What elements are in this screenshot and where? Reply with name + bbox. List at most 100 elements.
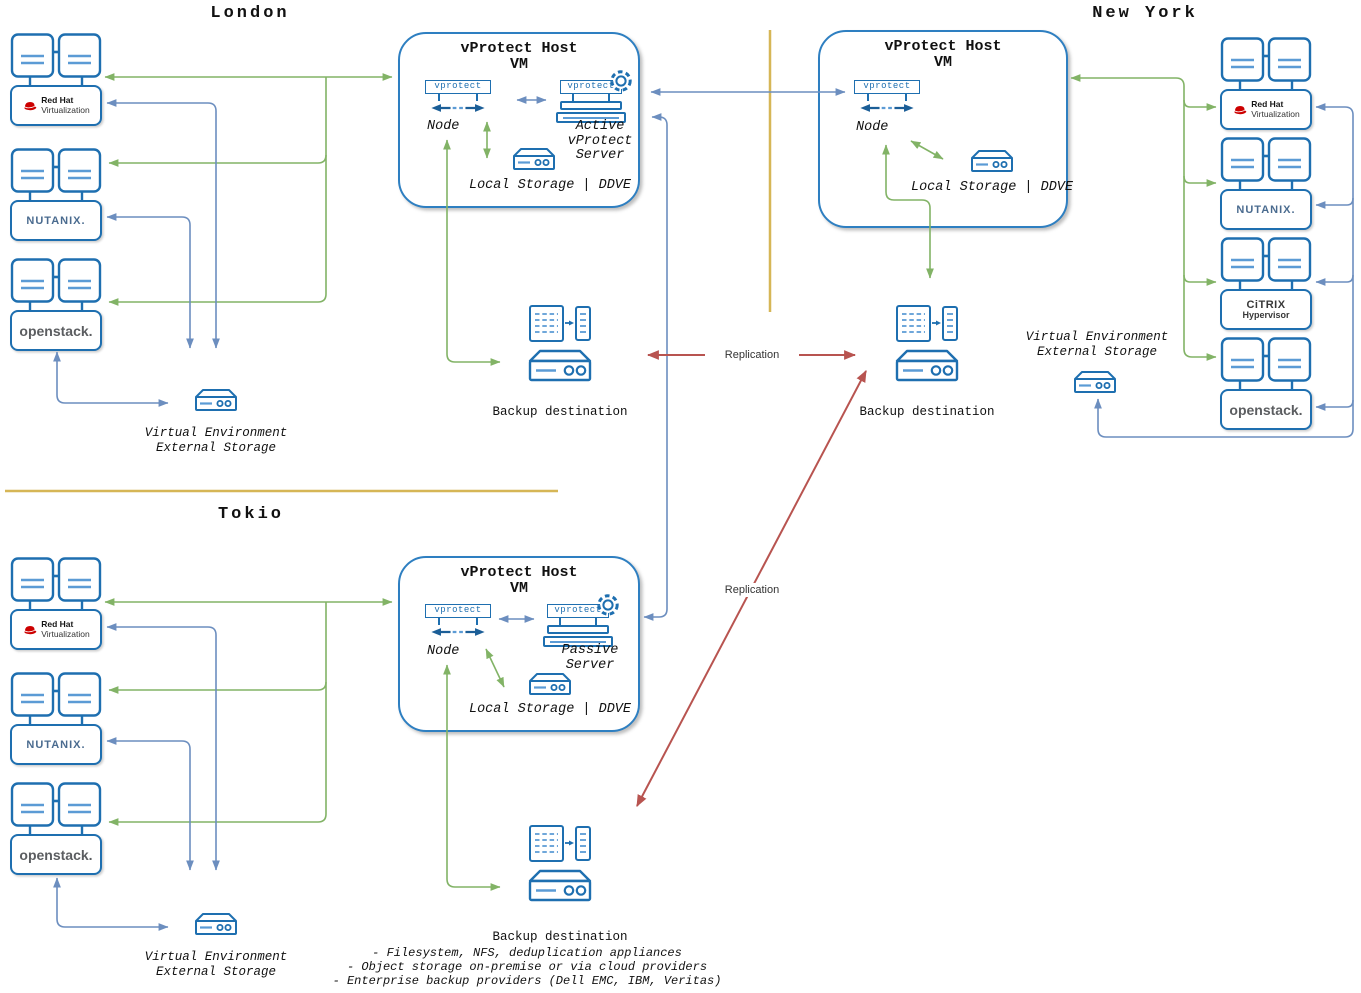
vprotect-node-icon: vprotect xyxy=(425,604,491,644)
storage-icon xyxy=(194,912,238,936)
redhat-icon xyxy=(22,100,38,112)
host-subtitle: VM xyxy=(933,54,952,71)
arrow-newyork-openstack-branch-blue xyxy=(1315,399,1354,411)
vm-pair-icon xyxy=(1220,37,1312,90)
vm-pair-icon xyxy=(10,782,102,835)
redhat-icon xyxy=(1232,104,1248,116)
arrow-tokio-nutanix-storage xyxy=(106,737,194,871)
citrix-logo-text: CiTRIX xyxy=(1246,298,1286,311)
redhat-icon xyxy=(22,624,38,636)
stack-london-nutanix: NUTANIX. xyxy=(10,148,102,242)
nutanix-box: NUTANIX. xyxy=(1220,189,1312,230)
local-storage-icon xyxy=(512,147,556,171)
site-title-new-york: New York xyxy=(1092,4,1198,23)
host-subtitle: VM xyxy=(509,580,528,597)
vm-pair-icon xyxy=(1220,337,1312,390)
vprotect-server-icon: vprotect xyxy=(556,80,632,123)
node-label: Node xyxy=(856,120,889,135)
host-title: vProtect Host xyxy=(884,38,1002,55)
host-title: vProtect Host xyxy=(460,40,578,57)
host-title: vProtect Host xyxy=(460,564,578,581)
openstack-box: openstack. xyxy=(10,834,102,875)
vprotect-node-icon: vprotect xyxy=(425,80,491,120)
vprotect-server-icon: vprotect xyxy=(543,604,619,647)
local-storage-icon xyxy=(970,149,1014,173)
local-storage-label: Local Storage | DDVE xyxy=(468,178,632,193)
dedup-data-icon xyxy=(529,305,591,343)
site-title-tokio: Tokio xyxy=(217,505,284,524)
external-storage-label: Virtual Environment External Storage xyxy=(144,426,288,455)
vprotect-host-tokio: vProtect Host VM vprotect vprotect Node … xyxy=(398,556,640,732)
local-storage-label: Local Storage | DDVE xyxy=(910,180,1074,195)
site-title-london: London xyxy=(210,4,290,23)
backup-destination-label: Backup destination xyxy=(859,405,995,419)
backup-appliance-icon xyxy=(894,349,960,383)
replication-label-diagonal: Replication xyxy=(714,583,790,597)
arrow-tokio-openstack-branch xyxy=(108,602,327,826)
stack-newyork-openstack: openstack. xyxy=(1220,337,1312,431)
vprotect-node-icon: vprotect xyxy=(854,80,920,120)
vm-pair-icon xyxy=(10,557,102,610)
stack-newyork-nutanix: NUTANIX. xyxy=(1220,137,1312,231)
arrow-newyork-nutanix-branch-blue xyxy=(1315,197,1354,209)
redhat-logo-text: Red Hat xyxy=(41,95,74,105)
node-arrow-icon xyxy=(425,101,491,115)
dedup-data-icon xyxy=(896,305,958,343)
node-arrow-icon xyxy=(425,625,491,639)
stack-newyork-redhat: Red Hat Virtualization xyxy=(1220,37,1312,131)
citrix-hypervisor-box: CiTRIX Hypervisor xyxy=(1220,289,1312,330)
nutanix-box: NUTANIX. xyxy=(10,724,102,765)
vm-pair-icon xyxy=(1220,137,1312,190)
backup-destination-details: - Filesystem, NFS, deduplication applian… xyxy=(332,946,722,988)
vm-pair-icon xyxy=(10,148,102,201)
arrow-newyork-redhat-branch xyxy=(1183,99,1217,111)
backup-destination-label: Backup destination xyxy=(492,930,628,944)
gear-icon xyxy=(595,592,621,618)
storage-icon xyxy=(194,388,238,412)
arrow-newyork-host-openstack xyxy=(1070,74,1217,361)
local-storage-label: Local Storage | DDVE xyxy=(468,702,632,717)
passive-server-label: Passive Server xyxy=(561,643,619,673)
host-subtitle: VM xyxy=(509,56,528,73)
node-label: Node xyxy=(427,644,460,659)
local-storage-icon xyxy=(528,672,572,696)
backup-appliance-icon xyxy=(527,349,593,383)
replication-label-horizontal: Replication xyxy=(705,348,799,362)
vm-pair-icon xyxy=(10,672,102,725)
stack-tokio-redhat: Red Hat Virtualization xyxy=(10,557,102,651)
redhat-virtualization-box: Red Hat Virtualization xyxy=(10,85,102,126)
external-storage-label: Virtual Environment External Storage xyxy=(144,950,288,979)
backup-appliance-icon xyxy=(527,869,593,903)
arrow-london-nutanix-storage xyxy=(106,213,194,349)
external-storage-label: Virtual Environment External Storage xyxy=(1025,330,1169,359)
openstack-box: openstack. xyxy=(10,310,102,351)
arrow-newyork-citrix-branch xyxy=(1183,274,1217,286)
nutanix-logo-text: NUTANIX. xyxy=(26,214,86,227)
dedup-data-icon xyxy=(529,825,591,863)
vprotect-host-newyork: vProtect Host VM vprotect Node Local Sto… xyxy=(818,30,1073,228)
storage-icon xyxy=(1073,370,1117,394)
active-server-label: Active vProtect Server xyxy=(567,119,633,163)
redhat-virtualization-box: Red Hat Virtualization xyxy=(1220,89,1312,130)
arrow-london-redhat-storage xyxy=(106,99,220,349)
openstack-box: openstack. xyxy=(1220,389,1312,430)
vm-pair-icon xyxy=(10,33,102,86)
nutanix-box: NUTANIX. xyxy=(10,200,102,241)
arrow-tokio-redhat-storage xyxy=(106,623,220,871)
stack-tokio-nutanix: NUTANIX. xyxy=(10,672,102,766)
node-arrow-icon xyxy=(854,101,920,115)
stack-newyork-citrix: CiTRIX Hypervisor xyxy=(1220,237,1312,331)
stack-london-redhat: Red Hat Virtualization xyxy=(10,33,102,127)
arrow-london-nutanix-branch xyxy=(108,154,327,167)
gear-icon xyxy=(608,68,634,94)
backup-destination-label: Backup destination xyxy=(492,405,628,419)
node-label: Node xyxy=(427,119,460,134)
openstack-logo-text: openstack. xyxy=(19,322,93,339)
vm-pair-icon xyxy=(10,258,102,311)
arrow-tokio-nutanix-branch xyxy=(108,681,327,694)
redhat-virtualization-box: Red Hat Virtualization xyxy=(10,609,102,650)
arrow-london-openstack-storage xyxy=(53,351,169,407)
vm-pair-icon xyxy=(1220,237,1312,290)
